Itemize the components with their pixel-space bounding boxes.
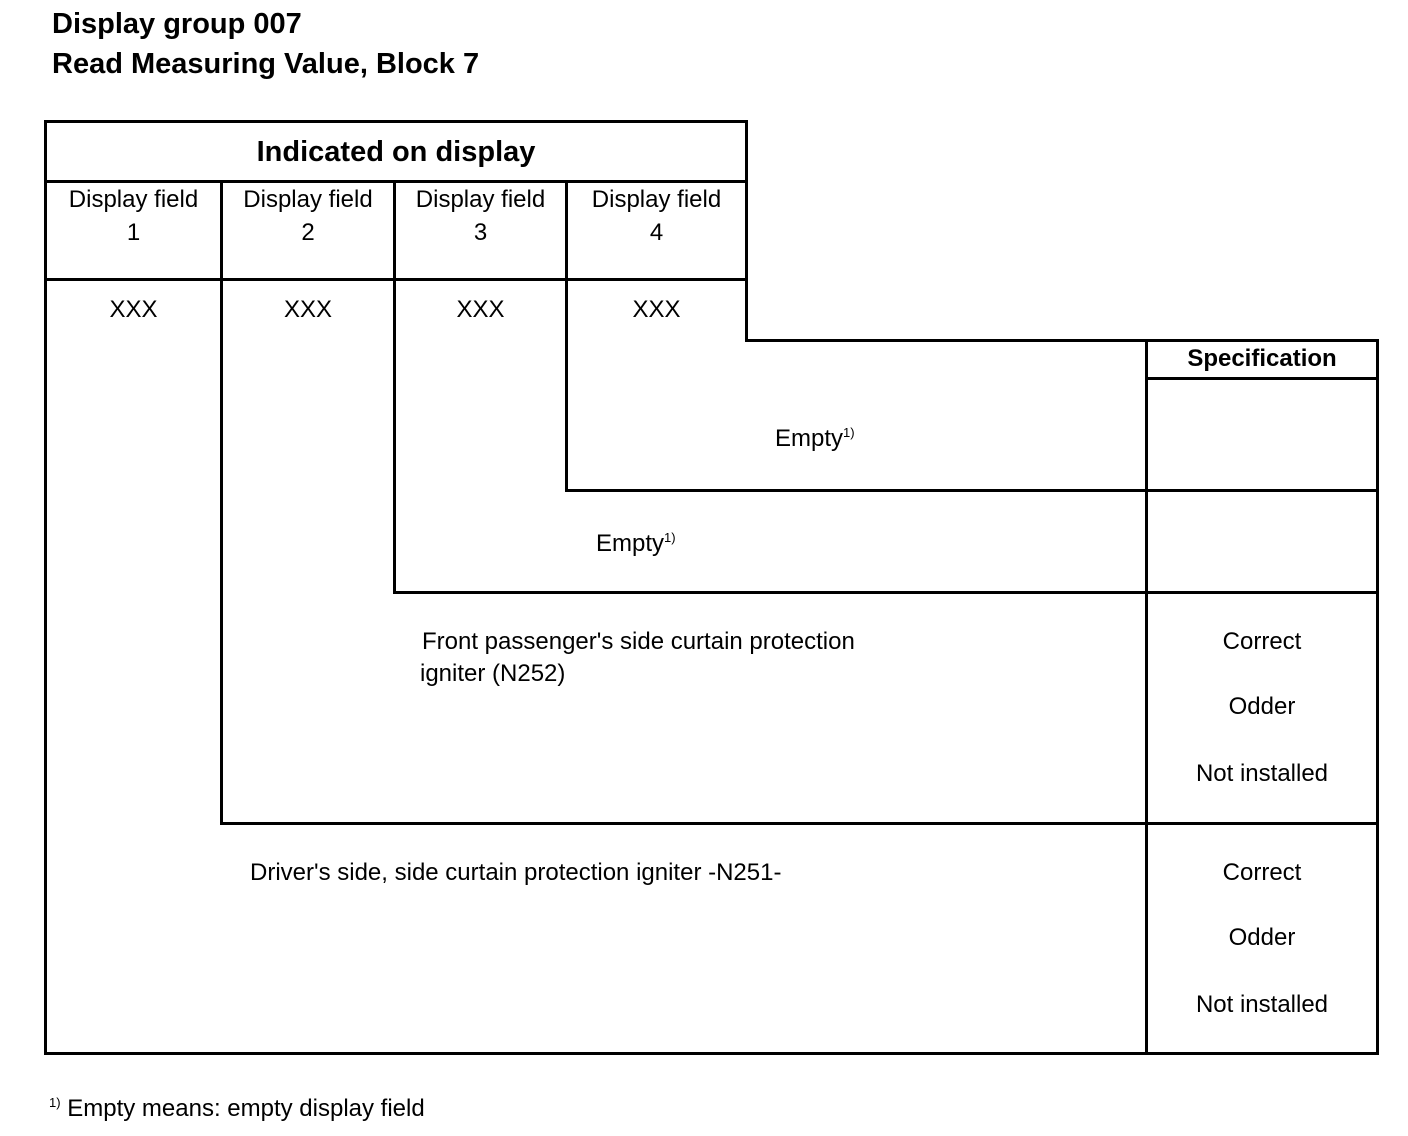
- specification-header: Specification: [1187, 345, 1337, 372]
- footnote-text: Empty means: empty display field: [60, 1095, 425, 1122]
- field-label-separator: [44, 278, 748, 281]
- display-field-2-value: XXX: [283, 296, 333, 323]
- page-title: Display group 007: [52, 8, 302, 40]
- display-field-1-label: Display field 1: [68, 186, 199, 246]
- field1-spec-odder: Odder: [1228, 924, 1296, 951]
- field3-description: Empty1): [596, 528, 676, 560]
- step-top-border: [745, 339, 1379, 342]
- field2-spec-not-installed: Not installed: [1195, 760, 1329, 787]
- field1-description: Driver's side, side curtain protection i…: [250, 859, 782, 886]
- field2-spec-correct: Correct: [1222, 628, 1302, 655]
- field3-row-bottom: [393, 591, 1379, 594]
- field1-divider: [220, 180, 223, 825]
- field1-spec-not-installed: Not installed: [1195, 991, 1329, 1018]
- field2-description-line2: igniter (N252): [420, 660, 566, 687]
- field3-divider: [565, 180, 568, 492]
- field3-text: Empty: [596, 530, 665, 557]
- indicated-on-display-header: Indicated on display: [256, 136, 536, 168]
- table-border-right: [1376, 339, 1379, 1055]
- display-field-2-label: Display field 2: [243, 186, 373, 246]
- table-border-bottom: [44, 1052, 1379, 1055]
- field4-description: Empty1): [775, 423, 855, 455]
- field2-spec-odder: Odder: [1228, 693, 1296, 720]
- field3-footnote-mark: 1): [664, 530, 676, 545]
- field1-spec-correct: Correct: [1222, 859, 1302, 886]
- spec-header-separator: [1145, 377, 1379, 380]
- footnote-mark: 1): [49, 1095, 61, 1110]
- display-field-4-value: XXX: [632, 296, 681, 323]
- footnote: 1) Empty means: empty display field: [49, 1093, 425, 1125]
- field4-text: Empty: [775, 425, 844, 452]
- field2-row-bottom: [220, 822, 1379, 825]
- display-field-1-value: XXX: [109, 296, 158, 323]
- field2-description-line1: Front passenger's side curtain protectio…: [422, 628, 855, 655]
- spec-column-border: [1145, 339, 1148, 1055]
- table-border-top: [44, 120, 748, 123]
- display-field-4-label: Display field 4: [591, 186, 722, 246]
- header-separator: [44, 180, 748, 183]
- display-header-border-right: [745, 120, 748, 342]
- field4-footnote-mark: 1): [843, 425, 855, 440]
- display-field-3-value: XXX: [456, 296, 505, 323]
- table-border-left: [44, 120, 47, 1055]
- page-subtitle: Read Measuring Value, Block 7: [52, 48, 480, 80]
- field2-divider: [393, 180, 396, 594]
- field4-row-bottom: [565, 489, 1379, 492]
- display-field-3-label: Display field 3: [415, 186, 546, 246]
